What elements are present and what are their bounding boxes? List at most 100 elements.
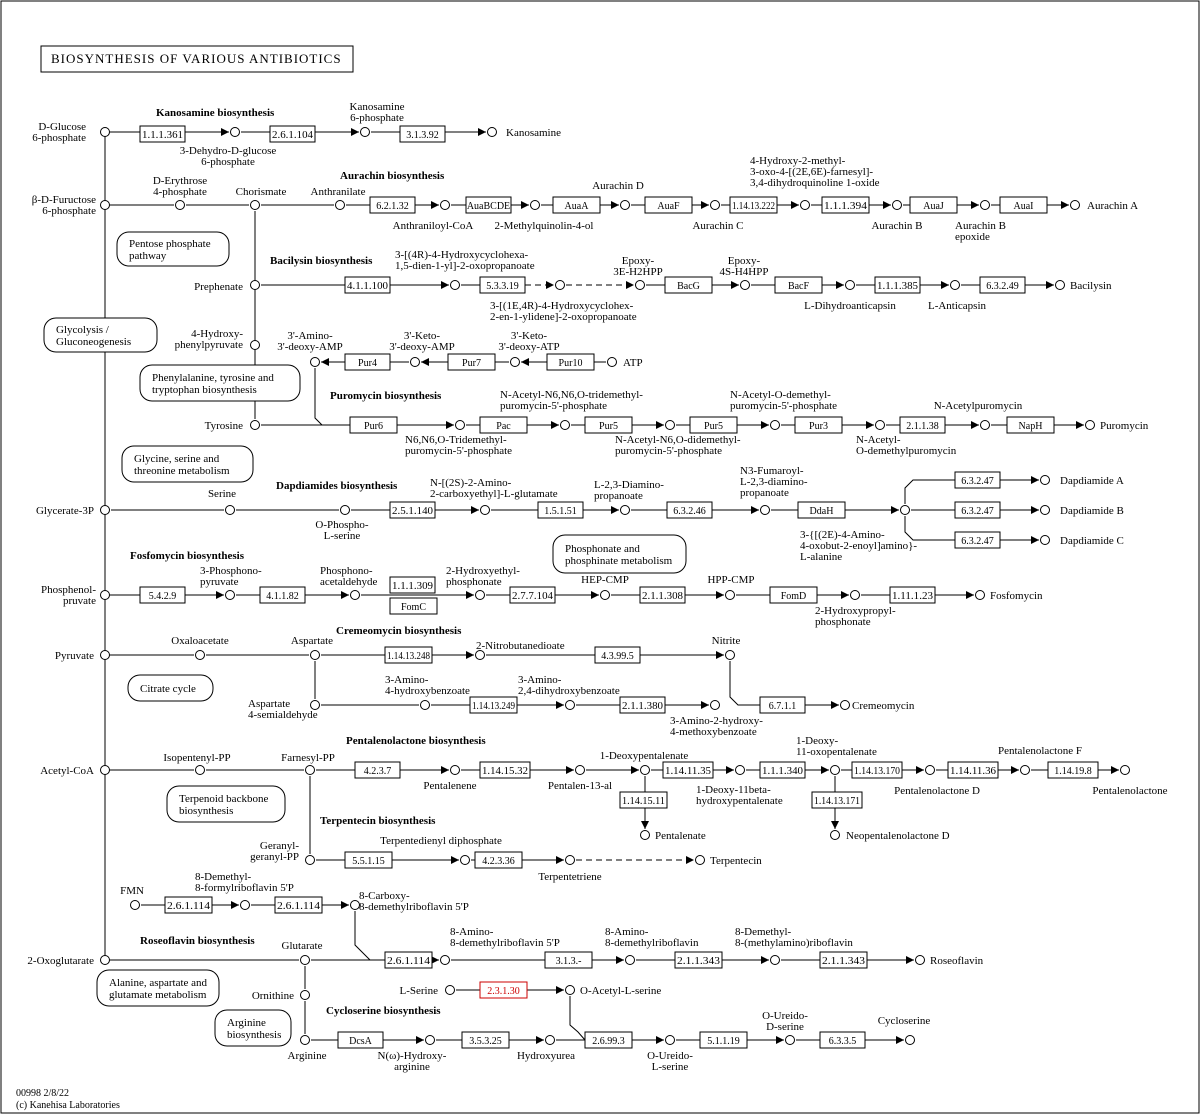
enzyme-e25[interactable]: Pur3 — [794, 416, 843, 434]
compound-node-c_aminohydroxybenz[interactable] — [420, 700, 430, 710]
compound-node-c_oxoglutarate[interactable] — [100, 955, 110, 965]
enzyme-e7[interactable]: AuaF — [644, 196, 693, 214]
compound-node-c_glutarate[interactable] — [300, 955, 310, 965]
compound-node-c_dfructose[interactable] — [100, 200, 110, 210]
compound-node-c_isopentenyl[interactable] — [195, 765, 205, 775]
enzyme-e46[interactable]: 2.1.1.380 — [619, 696, 666, 714]
compound-node-c_pentalenene[interactable] — [450, 765, 460, 775]
compound-node-c_aurachinD[interactable] — [620, 200, 630, 210]
enzyme-e35[interactable]: 5.4.2.9 — [139, 586, 186, 604]
compound-node-c_pentalenolactoneD[interactable] — [925, 765, 935, 775]
compound-node-c_oxobutenoyl[interactable] — [900, 505, 910, 515]
enzyme-e51[interactable]: 1.1.1.340 — [759, 761, 806, 779]
enzyme-e33[interactable]: 6.3.2.47 — [954, 501, 1001, 519]
enzyme-e6[interactable]: AuaA — [552, 196, 601, 214]
compound-node-c_ornithine[interactable] — [300, 990, 310, 1000]
compound-node-c_nitrite[interactable] — [725, 650, 735, 660]
compound-node-c_fumaroyl[interactable] — [760, 505, 770, 515]
compound-node-c_acetylpuromycin[interactable] — [980, 420, 990, 430]
compound-node-c_kano6p[interactable] — [360, 127, 370, 137]
compound-node-c_puromycin[interactable] — [1085, 420, 1095, 430]
compound-node-c_roseoflavin[interactable] — [915, 955, 925, 965]
enzyme-e13[interactable]: 5.3.3.19 — [479, 276, 526, 294]
enzyme-e44[interactable]: 4.3.99.5 — [594, 646, 641, 664]
compound-node-c_hppcmp[interactable] — [725, 590, 735, 600]
enzyme-e62[interactable]: 3.1.3.- — [544, 951, 593, 969]
enzyme-e14[interactable]: BacG — [664, 276, 713, 294]
compound-node-c_aurachinB[interactable] — [892, 200, 902, 210]
enzyme-e42[interactable]: 1.11.1.23 — [889, 586, 936, 604]
enzyme-e37[interactable]: 1.1.1.309 — [389, 576, 436, 594]
compound-node-c_deoxy11beta[interactable] — [735, 765, 745, 775]
enzyme-e15[interactable]: BacF — [774, 276, 823, 294]
enzyme-e22[interactable]: Pac — [479, 416, 528, 434]
enzyme-e41[interactable]: FomD — [769, 586, 818, 604]
compound-node-c_acetylcoa[interactable] — [100, 765, 110, 775]
compound-node-c_hydroxyurea[interactable] — [545, 1035, 555, 1045]
compound-node-c_aurachinC[interactable] — [710, 200, 720, 210]
compound-node-c_aurachinBep[interactable] — [980, 200, 990, 210]
compound-node-c_lanticapsin[interactable] — [950, 280, 960, 290]
enzyme-e56[interactable]: 1.14.13.171 — [811, 791, 863, 809]
compound-node-c_atp[interactable] — [607, 357, 617, 367]
compound-node-c_neopentalenolactone[interactable] — [830, 830, 840, 840]
compound-node-c_pyruvate[interactable] — [100, 650, 110, 660]
enzyme-e63[interactable]: 2.1.1.343 — [674, 951, 723, 969]
enzyme-e45[interactable]: 1.14.13.249 — [469, 696, 518, 714]
compound-node-c_serine[interactable] — [225, 505, 235, 515]
compound-node-c_anthraniloyl[interactable] — [440, 200, 450, 210]
enzyme-e26[interactable]: 2.1.1.38 — [899, 416, 946, 434]
enzyme-e23[interactable]: Pur5 — [584, 416, 633, 434]
enzyme-e20[interactable]: Pur10 — [546, 353, 595, 371]
compound-node-c_dapB[interactable] — [1040, 505, 1050, 515]
compound-node-c_dehydro[interactable] — [230, 127, 240, 137]
compound-node-c_deoxyoxo[interactable] — [830, 765, 840, 775]
compound-node-c_pentalenolactone[interactable] — [1120, 765, 1130, 775]
compound-node-c_aurachinA[interactable] — [1070, 200, 1080, 210]
enzyme-e65[interactable]: 2.3.1.30 — [479, 981, 528, 999]
enzyme-e10[interactable]: AuaJ — [909, 196, 958, 214]
compound-node-c_aminodihydroxy[interactable] — [565, 700, 575, 710]
compound-node-c_aspartate[interactable] — [310, 650, 320, 660]
compound-node-c_carboxy[interactable] — [350, 900, 360, 910]
compound-node-c_pentalenate[interactable] — [640, 830, 650, 840]
enzyme-e39[interactable]: 2.7.7.104 — [509, 586, 556, 604]
enzyme-e49[interactable]: 1.14.15.32 — [479, 761, 531, 779]
enzyme-e64[interactable]: 2.1.1.343 — [819, 951, 868, 969]
compound-node-c_terpentecin[interactable] — [695, 855, 705, 865]
compound-node-c_oxaloacetate[interactable] — [195, 650, 205, 660]
compound-node-c_farnesyl[interactable] — [305, 765, 315, 775]
compound-node-c_acetyltridemethyl[interactable] — [560, 420, 570, 430]
compound-node-c_aminoribo[interactable] — [625, 955, 635, 965]
enzyme-e59[interactable]: 2.6.1.114 — [164, 896, 213, 914]
enzyme-e18[interactable]: Pur4 — [344, 353, 391, 371]
map-link-citrate[interactable]: Citrate cycle — [127, 674, 214, 702]
compound-node-c_phosphonopyruvate[interactable] — [225, 590, 235, 600]
enzyme-e19[interactable]: Pur7 — [447, 353, 496, 371]
compound-node-c_ophospho[interactable] — [340, 505, 350, 515]
enzyme-e24[interactable]: Pur5 — [689, 416, 738, 434]
enzyme-e32[interactable]: 6.3.2.47 — [954, 471, 1001, 489]
compound-node-c_kanosamine[interactable] — [487, 127, 497, 137]
enzyme-e21[interactable]: Pur6 — [349, 416, 398, 434]
compound-node-c_glycerate[interactable] — [100, 505, 110, 515]
compound-node-c_aspsemi[interactable] — [310, 700, 320, 710]
compound-node-c_bac2[interactable] — [555, 280, 565, 290]
compound-node-c_pentalenolactoneF[interactable] — [1020, 765, 1030, 775]
compound-node-c_hydroxypropyl[interactable] — [850, 590, 860, 600]
enzyme-e9[interactable]: 1.1.1.394 — [821, 196, 870, 214]
compound-node-c_hydroxyethyl[interactable] — [475, 590, 485, 600]
compound-node-c_aminomethoxy[interactable] — [710, 700, 720, 710]
enzyme-e53[interactable]: 1.14.11.36 — [947, 761, 999, 779]
compound-node-c_acetylodemethyl5p[interactable] — [770, 420, 780, 430]
compound-node-c_phosphonoacet[interactable] — [350, 590, 360, 600]
compound-node-c_dapA[interactable] — [1040, 475, 1050, 485]
enzyme-e27[interactable]: NapH — [1006, 416, 1055, 434]
